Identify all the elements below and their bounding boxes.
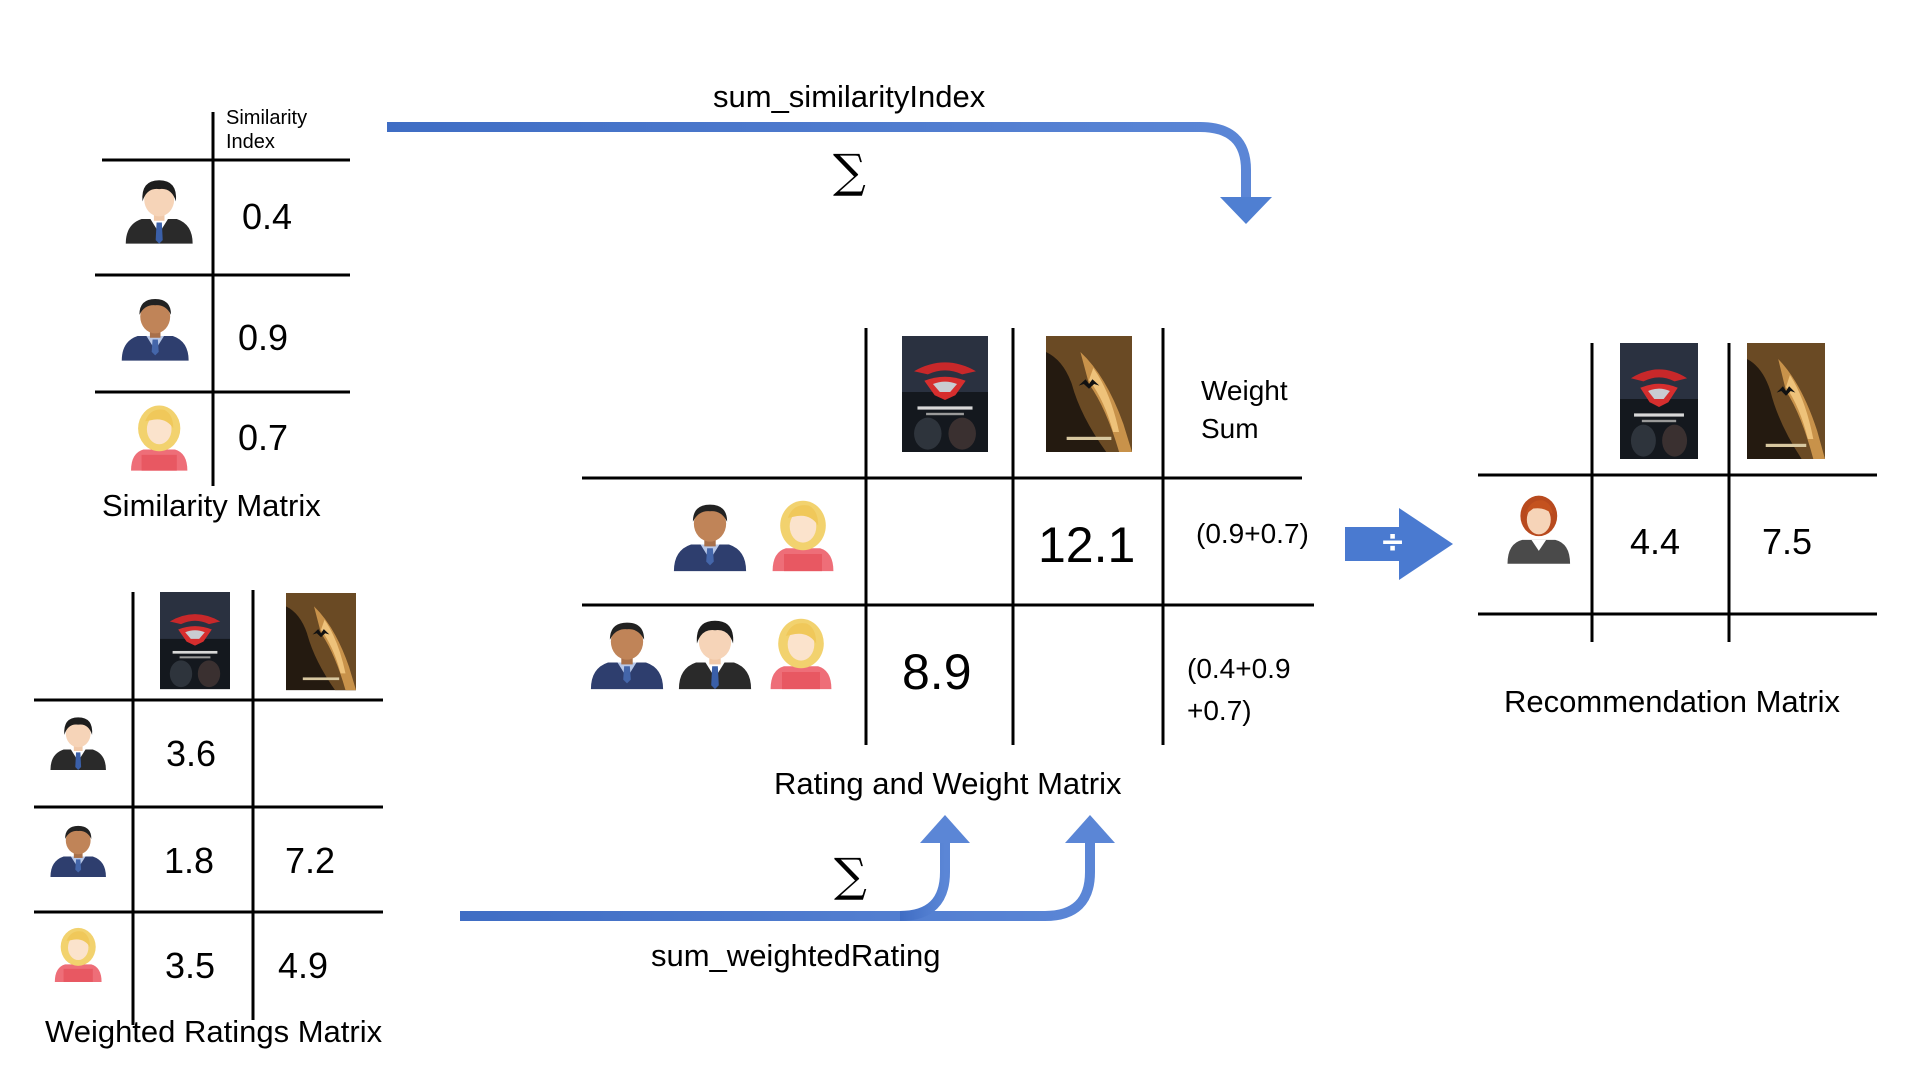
divide-icon: ÷ xyxy=(1380,525,1406,560)
man-suit-icon xyxy=(50,717,106,770)
man-sweater-icon xyxy=(590,622,664,690)
sum-weighted-rating-label: sum_weightedRating xyxy=(651,938,941,973)
similarity-value: 0.7 xyxy=(238,417,289,458)
sigma-symbol-bottom: ∑ xyxy=(834,848,867,902)
man-sweater-icon xyxy=(50,825,106,877)
weighted-rating-cell: 7.2 xyxy=(285,840,336,881)
blonde-woman-icon xyxy=(772,500,834,572)
weight-sum-header: Weight Sum xyxy=(1201,375,1288,444)
blonde-woman-icon xyxy=(131,405,188,471)
weighted-rating-cell: 3.6 xyxy=(166,733,217,774)
batman-begins-poster-icon xyxy=(1747,343,1825,459)
batman-begins-poster-icon xyxy=(1046,336,1132,452)
similarity-value: 0.4 xyxy=(242,196,293,237)
rating-weight-grid xyxy=(582,328,1314,745)
batman-v-superman-poster-icon xyxy=(160,592,230,690)
similarity-value: 0.9 xyxy=(238,317,289,358)
rating-weight-matrix-title: Rating and Weight Matrix xyxy=(774,766,1122,801)
rating-cell: 12.1 xyxy=(1038,517,1136,573)
divide-arrow xyxy=(1345,508,1453,580)
similarity-index-header: Similarity Index xyxy=(226,107,308,153)
batman-v-superman-poster-icon xyxy=(902,336,988,452)
man-suit-icon xyxy=(125,180,193,244)
similarity-grid xyxy=(95,112,350,486)
batman-v-superman-poster-icon xyxy=(1620,343,1698,459)
weighted-ratings-matrix-title: Weighted Ratings Matrix xyxy=(45,1014,383,1049)
blonde-woman-icon xyxy=(770,618,832,690)
redhead-woman-icon xyxy=(1507,495,1571,564)
sigma-symbol-top: ∑ xyxy=(833,144,866,198)
recommendation-grid xyxy=(1478,343,1877,642)
weighted-ratings-grid xyxy=(34,590,383,1025)
weight-sum-cell: (0.9+0.7) xyxy=(1196,518,1309,549)
bottom-flow-arrow xyxy=(460,815,1115,921)
recommendation-value: 4.4 xyxy=(1630,521,1681,562)
man-suit-icon xyxy=(678,620,752,690)
recommendation-matrix-title: Recommendation Matrix xyxy=(1504,684,1840,719)
sum-similarity-index-label: sum_similarityIndex xyxy=(713,79,986,114)
man-sweater-icon xyxy=(673,504,747,572)
weighted-rating-cell: 4.9 xyxy=(278,945,329,986)
man-sweater-icon xyxy=(121,299,189,361)
top-flow-arrow xyxy=(387,122,1272,224)
rating-cell: 8.9 xyxy=(902,644,972,700)
blonde-woman-icon xyxy=(54,927,102,982)
weight-sum-cell: (0.4+0.9 +0.7) xyxy=(1187,653,1291,726)
similarity-matrix-title: Similarity Matrix xyxy=(102,488,321,523)
weighted-rating-cell: 3.5 xyxy=(165,945,216,986)
recommendation-value: 7.5 xyxy=(1762,521,1813,562)
batman-begins-poster-icon xyxy=(286,593,356,691)
weighted-rating-cell: 1.8 xyxy=(164,840,215,881)
